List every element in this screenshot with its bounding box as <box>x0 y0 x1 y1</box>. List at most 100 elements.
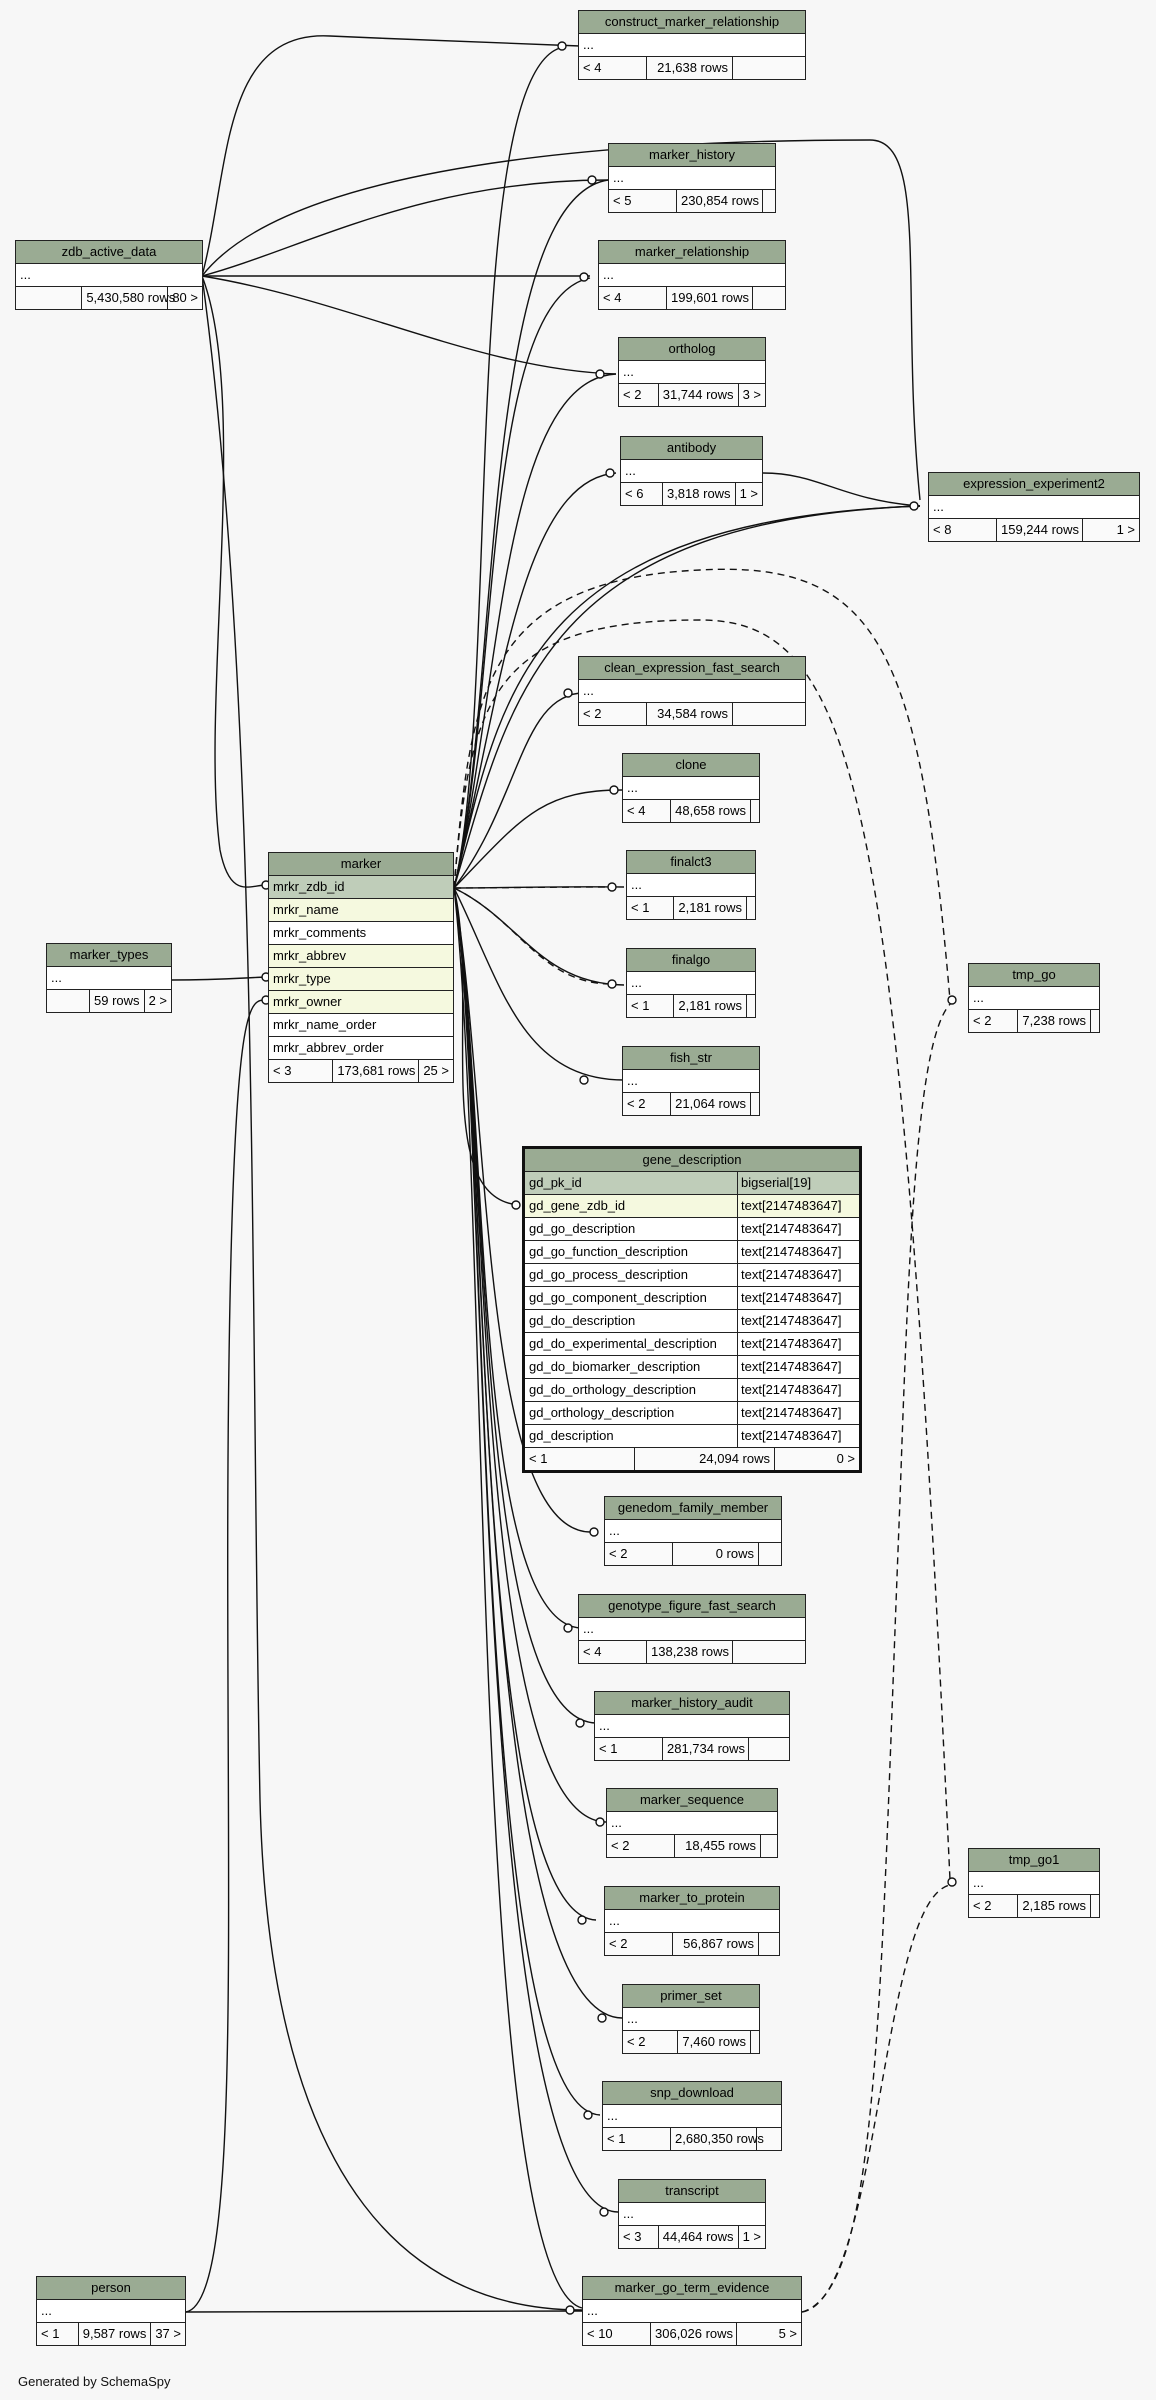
children-count <box>751 800 759 822</box>
column-row[interactable]: mrkr_abbrev_order <box>269 1037 453 1060</box>
column-row[interactable]: mrkr_comments <box>269 922 453 945</box>
row-count: 44,464 rows <box>659 2226 739 2248</box>
children-count <box>759 1933 779 1955</box>
column-row[interactable]: mrkr_abbrev <box>269 945 453 968</box>
column-row[interactable]: ... <box>579 1618 805 1641</box>
column-row[interactable]: mrkr_name <box>269 899 453 922</box>
column-row[interactable]: ... <box>599 264 785 287</box>
column-row[interactable]: ... <box>605 1910 779 1933</box>
edge-end <box>577 1915 587 1925</box>
column-row[interactable]: ... <box>621 460 762 483</box>
table-name: construct_marker_relationship <box>579 11 805 34</box>
column-type: text[2147483647] <box>737 1356 859 1378</box>
column-row[interactable]: ... <box>609 167 775 190</box>
column-row[interactable]: ... <box>16 264 202 287</box>
column-row[interactable]: ... <box>579 34 805 57</box>
column-row[interactable]: ... <box>627 874 755 897</box>
parents-count: < 2 <box>605 1543 673 1565</box>
column-row[interactable]: ... <box>969 987 1099 1010</box>
edge <box>201 275 617 375</box>
column-row[interactable]: ... <box>969 1872 1099 1895</box>
edge <box>453 505 921 889</box>
column-row[interactable]: ... <box>623 1070 759 1093</box>
column-row[interactable]: gd_description text[2147483647] <box>525 1425 859 1448</box>
parents-count: < 2 <box>619 384 659 406</box>
children-count: 1 > <box>1116 522 1135 537</box>
column-name: gd_description <box>529 1428 614 1443</box>
column-type: text[2147483647] <box>737 1218 859 1240</box>
edge <box>185 2310 583 2313</box>
column-row[interactable]: mrkr_owner <box>269 991 453 1014</box>
column-row[interactable]: ... <box>607 1812 777 1835</box>
column-row[interactable]: ... <box>619 361 765 384</box>
column-row[interactable]: ... <box>583 2300 801 2323</box>
column-row[interactable]: ... <box>929 496 1139 519</box>
column-row[interactable]: ... <box>47 967 171 990</box>
edge <box>171 976 267 981</box>
column-row[interactable]: ... <box>579 680 805 703</box>
column-row[interactable]: ... <box>603 2105 781 2128</box>
column-name: ... <box>973 990 984 1005</box>
edge-end <box>583 2110 593 2120</box>
column-row[interactable]: ... <box>627 972 755 995</box>
column-row[interactable]: mrkr_name_order <box>269 1014 453 1037</box>
edge <box>762 472 921 507</box>
column-type: text[2147483647] <box>737 1379 859 1401</box>
edge-end <box>589 1527 599 1537</box>
column-row[interactable]: mrkr_zdb_id <box>269 876 453 899</box>
column-row[interactable]: ... <box>595 1715 789 1738</box>
column-row[interactable]: ... <box>37 2300 185 2323</box>
children-count <box>747 995 755 1017</box>
parents-count: < 2 <box>605 1933 673 1955</box>
row-count: 9,587 rows <box>79 2323 152 2345</box>
column-name: ... <box>587 2303 598 2318</box>
column-row[interactable]: ... <box>605 1520 781 1543</box>
column-type: text[2147483647] <box>737 1425 859 1447</box>
column-row[interactable]: ... <box>623 2008 759 2031</box>
column-row[interactable]: mrkr_type <box>269 968 453 991</box>
table-name: marker_go_term_evidence <box>583 2277 801 2300</box>
column-row[interactable]: ... <box>623 777 759 800</box>
column-row[interactable]: ... <box>619 2203 765 2226</box>
